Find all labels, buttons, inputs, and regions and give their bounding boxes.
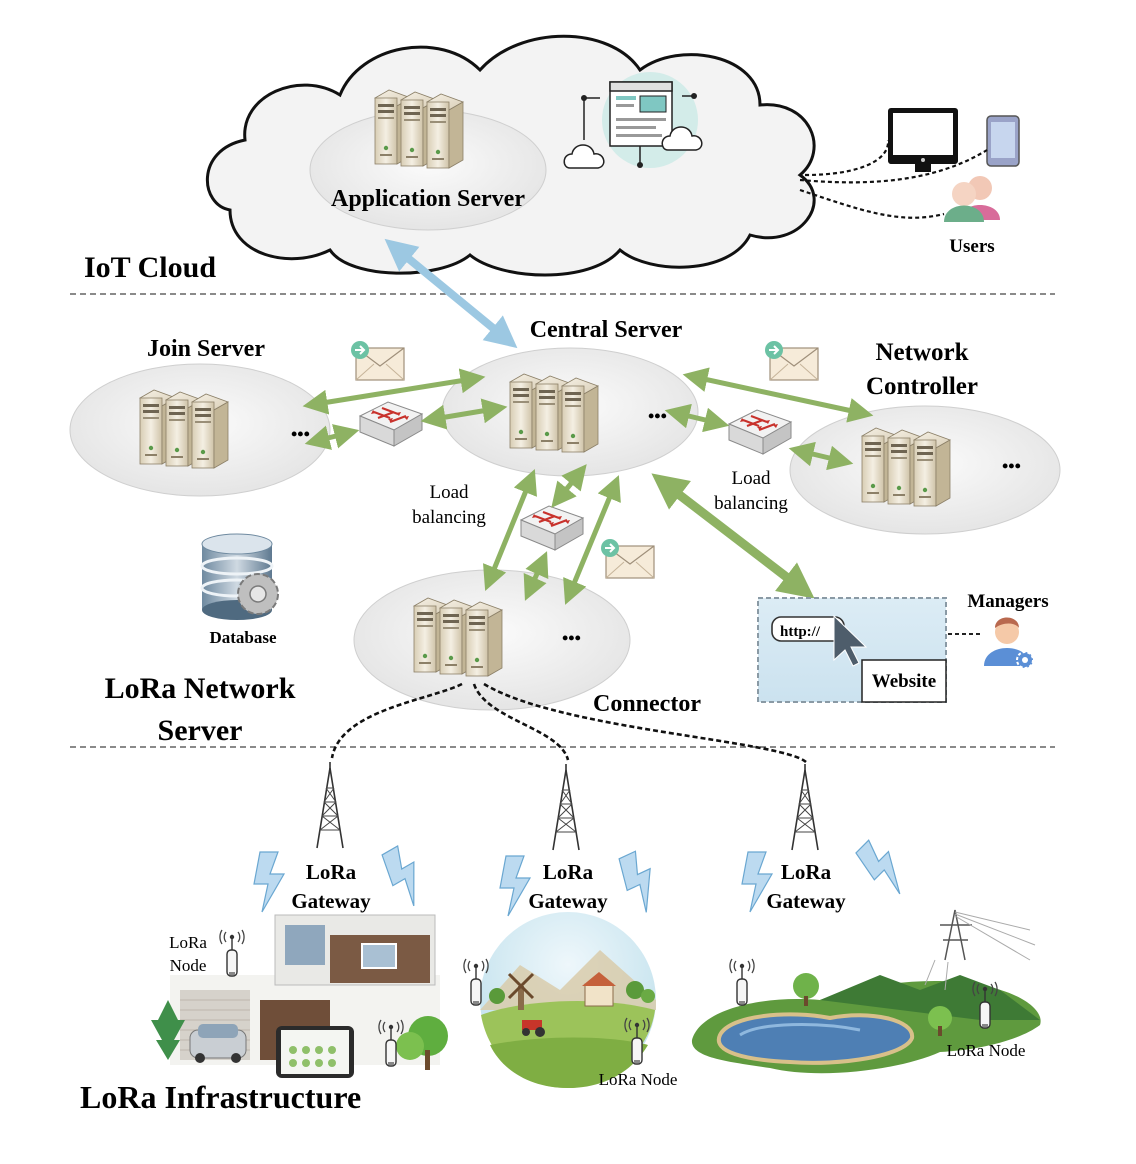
gateway-2-label-1: LoRa — [543, 860, 594, 884]
mail-icon-join — [350, 340, 405, 381]
connector-icon — [414, 598, 502, 676]
farm-scene — [480, 912, 656, 1088]
gateway-1-label-1: LoRa — [306, 860, 357, 884]
load-balancing-left-2: balancing — [412, 507, 486, 528]
app-central-link — [384, 238, 518, 349]
network-controller-icon — [862, 428, 950, 506]
application-server-label: Application Server — [331, 186, 525, 212]
database-icon — [200, 533, 279, 620]
cursor-icon — [833, 614, 868, 667]
mail-icon-connector — [600, 538, 655, 579]
user-devices — [888, 108, 1020, 222]
website-label: Website — [872, 671, 936, 692]
join-server-icon — [140, 390, 228, 468]
switch-right — [727, 408, 793, 456]
join-server-label: Join Server — [147, 336, 265, 362]
lora-node-house-1 — [219, 929, 245, 977]
bolt-icon-6 — [851, 835, 916, 901]
network-server-label-2: Server — [158, 714, 243, 747]
managers-label: Managers — [967, 591, 1048, 612]
central-server-more: ••• — [648, 406, 667, 426]
connector-gateway-links — [330, 682, 807, 764]
bolt-icon-4 — [613, 848, 667, 917]
bolt-icon-3 — [499, 855, 531, 917]
infrastructure-label: LoRa Infrastructure — [80, 1079, 361, 1115]
bolt-icon-1 — [253, 851, 285, 913]
network-server-label-1: LoRa Network — [105, 672, 296, 705]
gateway-3-label-1: LoRa — [781, 860, 832, 884]
network-controller-more: ••• — [1002, 456, 1021, 476]
users-connections — [799, 139, 988, 219]
farm-node-label: LoRa Node — [599, 1070, 678, 1089]
switch-left — [358, 400, 424, 448]
load-balancing-left-1: Load — [429, 482, 469, 503]
central-website-link — [651, 473, 815, 599]
database-label: Database — [209, 628, 277, 647]
load-balancing-right-2: balancing — [714, 493, 788, 514]
central-server-label: Central Server — [530, 317, 683, 343]
house-node-label-2: Node — [170, 956, 207, 975]
cloud-app-icon — [563, 72, 703, 169]
lora-node-lake-1 — [729, 958, 755, 1006]
network-controller-label-2: Controller — [866, 373, 978, 400]
smart-home-scene — [151, 914, 448, 1078]
gateway-3-label-2: Gateway — [766, 889, 846, 913]
manager-icon — [984, 617, 1034, 669]
iot-cloud-label: IoT Cloud — [84, 251, 216, 284]
switch-bottom — [519, 504, 585, 552]
network-controller-label-1: Network — [875, 339, 968, 366]
website-label-box — [861, 659, 947, 703]
load-balancing-right-1: Load — [731, 468, 771, 489]
application-server-icon — [375, 90, 463, 168]
join-server-more: ••• — [291, 424, 310, 444]
house-node-label-1: LoRa — [169, 933, 207, 952]
gateway-tower-2 — [552, 763, 580, 851]
server-links — [302, 367, 874, 605]
mail-icon-controller — [764, 340, 819, 381]
gateway-2-label-2: Gateway — [528, 889, 608, 913]
central-server-icon — [510, 374, 598, 452]
connector-more: ••• — [562, 628, 581, 648]
gateway-tower-3 — [791, 763, 819, 851]
connector-label: Connector — [593, 691, 701, 717]
bolt-icon-2 — [376, 842, 434, 911]
users-label: Users — [949, 236, 994, 257]
url-text: http:// — [780, 624, 821, 640]
gateway-1-label-2: Gateway — [291, 889, 371, 913]
lake-node-label: LoRa Node — [947, 1041, 1026, 1060]
gateway-tower-1 — [316, 761, 344, 849]
